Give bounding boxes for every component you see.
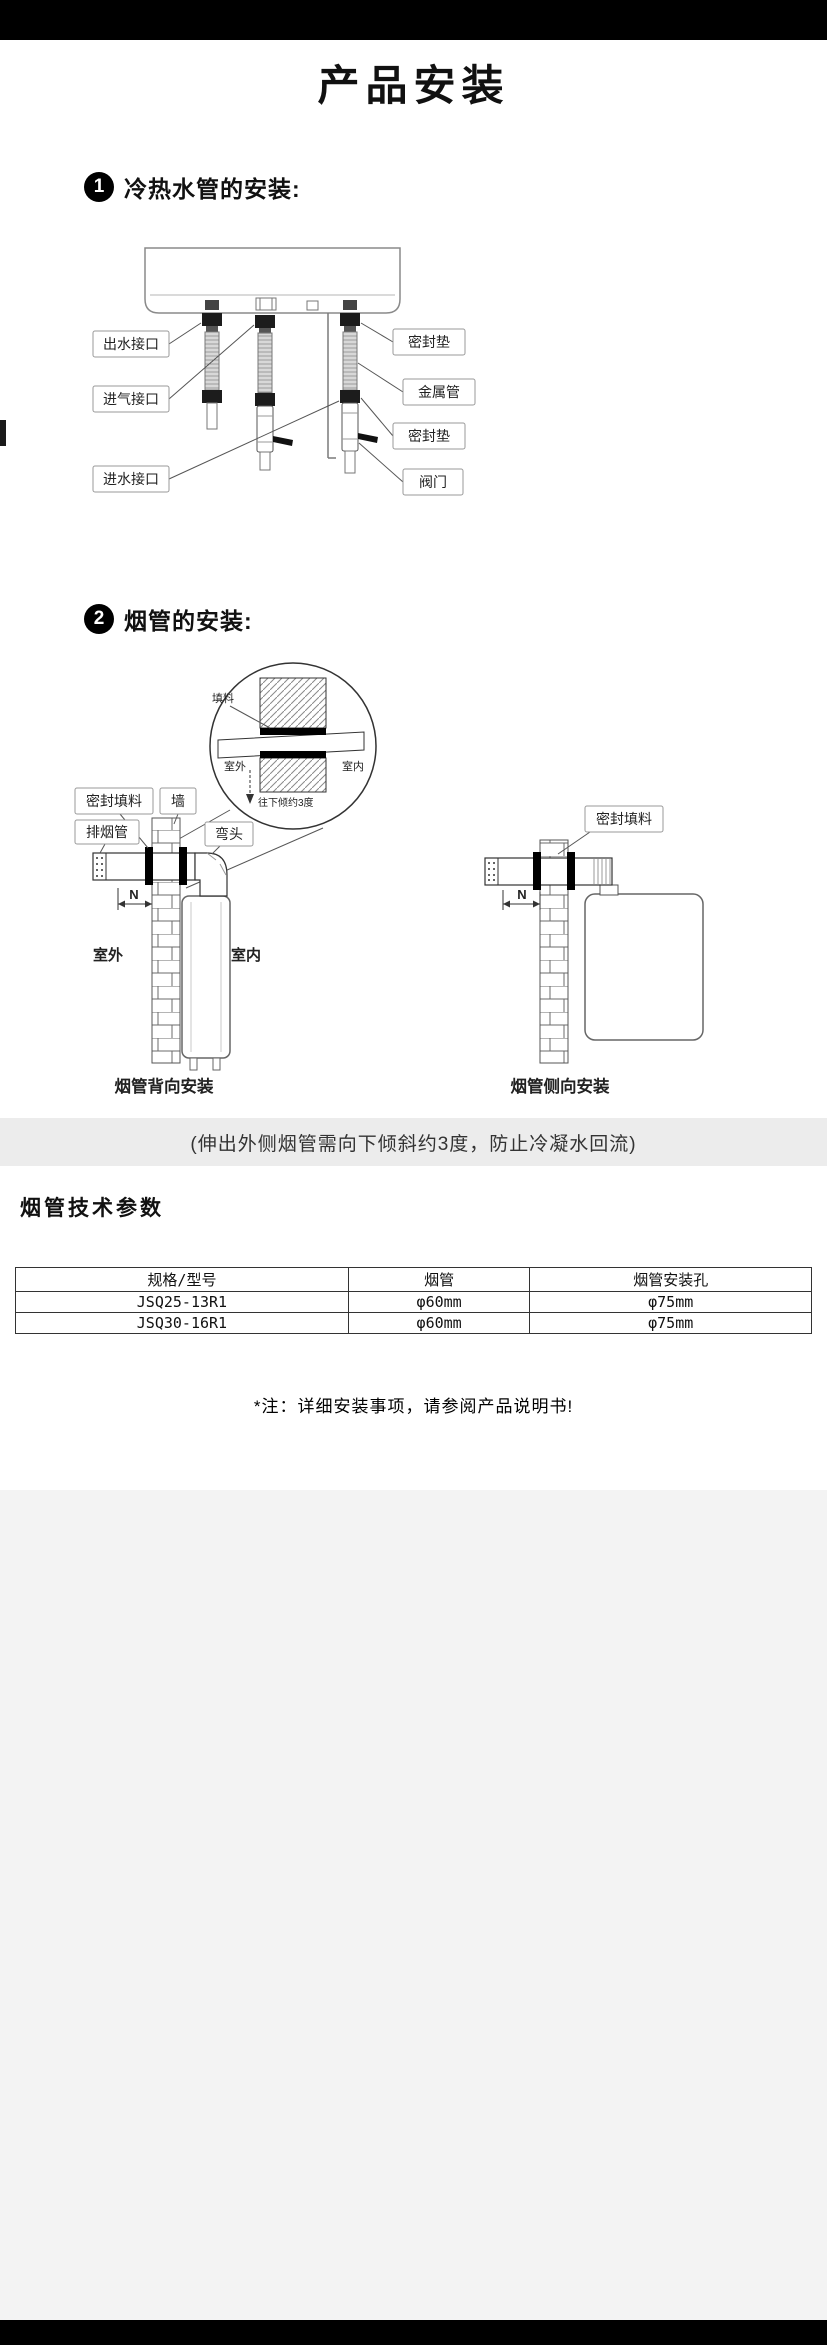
col-header-model: 规格/型号	[15, 1267, 349, 1292]
left-pipe-assembly	[202, 313, 222, 430]
cell-hole-1: φ75mm	[529, 1291, 812, 1313]
bottom-black-bar	[0, 2320, 827, 2345]
elbow-label: 弯头	[215, 826, 243, 842]
water-inlet-label: 进水接口	[103, 471, 159, 487]
side-install-diagram: N 密封填料 烟管侧向安装	[484, 805, 704, 1096]
cell-model-1: JSQ25-13R1	[15, 1291, 349, 1313]
metal-pipe-label-box	[402, 378, 476, 406]
back-install-diagram: N 密封填料 墙 排烟管 弯头 室外 室内 烟管背向安装	[74, 787, 261, 1096]
metal-pipe-label: 金属管	[418, 384, 460, 400]
heater-bottom-stub-2	[212, 1057, 221, 1071]
gas-inlet-label-box	[92, 385, 170, 413]
seal-filler-label-box-left	[74, 787, 154, 815]
flue-diagram: 填料 室外 室内 往下倾约3度	[74, 662, 704, 1096]
flex-corrugation	[593, 859, 611, 884]
seal-outdoor-side	[145, 847, 153, 885]
seal-bottom-label-box	[392, 422, 466, 450]
thin-gas-rod	[327, 313, 336, 459]
elbow-label-box	[204, 821, 254, 847]
wall-label: 墙	[171, 793, 185, 809]
dim-label-right: N	[517, 887, 526, 902]
flue-end-perforations-right	[488, 862, 495, 881]
right-valve-lever	[358, 433, 378, 443]
params-title: 烟管技术参数	[20, 1197, 164, 1220]
tilt-note-text: (伸出外侧烟管需向下倾斜约3度，防止冷凝水回流)	[190, 1133, 637, 1155]
page-title: 产品安装	[317, 62, 510, 109]
water-inlet-label-box	[92, 465, 170, 493]
seal-filler-label-box-right	[584, 805, 664, 833]
flue-pipe-left	[92, 852, 196, 881]
table-row: JSQ25-13R1 φ60mm φ75mm	[15, 1291, 812, 1313]
flue-end-perforations	[96, 857, 103, 877]
cell-flue-2: φ60mm	[347, 1312, 531, 1334]
section1-number-badge: 1	[84, 172, 114, 202]
section2-number-badge: 2	[84, 604, 114, 634]
seal-indoor-side-right	[567, 852, 575, 890]
heater-bottom-fittings	[205, 297, 357, 311]
top-black-bar	[0, 0, 827, 40]
wall-section-lower	[259, 757, 327, 793]
side-install-caption: 烟管侧向安装	[511, 1076, 611, 1096]
outlet-label: 出水接口	[103, 336, 159, 352]
col-header-hole: 烟管安装孔	[529, 1267, 812, 1292]
filler-upper	[260, 728, 326, 735]
gas-inlet-label: 进气接口	[103, 391, 159, 407]
flue-label-box	[74, 819, 140, 845]
seal-filler-label-right: 密封填料	[596, 811, 652, 827]
wall-label-box	[159, 787, 197, 815]
seal-top-label: 密封垫	[408, 334, 450, 350]
middle-valve-lever	[273, 436, 293, 446]
section1-title: 冷热水管的安装:	[124, 176, 301, 202]
valve-label-box	[402, 468, 464, 496]
tilt-arrow-head	[246, 794, 254, 804]
magnifier-detail: 填料 室外 室内 往下倾约3度	[209, 662, 377, 830]
table-header-row: 规格/型号 烟管 烟管安装孔	[15, 1267, 812, 1292]
cell-hole-2: φ75mm	[529, 1312, 812, 1334]
filler-lower	[260, 751, 326, 758]
heater-bottom-outline	[144, 247, 401, 314]
magnifier-outdoor-label: 室外	[224, 759, 246, 773]
filler-leader	[229, 705, 271, 729]
tilt-note-bar: (伸出外侧烟管需向下倾斜约3度，防止冷凝水回流)	[0, 1118, 827, 1166]
seal-filler-label-left: 密封填料	[86, 793, 142, 809]
seal-outdoor-side-right	[533, 852, 541, 890]
outlet-label-box	[92, 330, 170, 358]
table-row: JSQ30-16R1 φ60mm φ75mm	[15, 1312, 812, 1334]
tilt-note-label: 往下倾约3度	[258, 796, 314, 809]
left-edge-mark	[0, 420, 6, 446]
seal-indoor-side	[179, 847, 187, 885]
flue-params-table: 规格/型号 烟管 烟管安装孔 JSQ25-13R1 φ60mm φ75mm JS…	[15, 1267, 812, 1334]
seal-top-label-box	[392, 328, 466, 356]
water-pipe-diagram: 出水接口 进气接口 进水接口 密封垫 金属管 密封垫 阀门	[92, 247, 476, 496]
dim-label-left: N	[129, 887, 138, 902]
cell-model-2: JSQ30-16R1	[15, 1312, 349, 1334]
section2-title: 烟管的安装:	[124, 608, 253, 634]
right-pipe-assembly	[340, 313, 378, 474]
bottom-gray-area	[0, 1490, 827, 2320]
back-install-caption: 烟管背向安装	[115, 1076, 215, 1096]
elbow-fitting	[194, 852, 228, 897]
magnifier-indoor-label: 室内	[342, 759, 364, 773]
flue-pipe-right	[484, 857, 613, 886]
seal-bottom-label: 密封垫	[408, 428, 450, 444]
indoor-label: 室内	[231, 946, 261, 964]
cell-flue-1: φ60mm	[347, 1291, 531, 1313]
heater-top-connector	[599, 884, 619, 896]
heater-back-view	[181, 895, 231, 1059]
heater-bottom-stub-1	[189, 1057, 198, 1071]
heater-side-view	[584, 893, 704, 1041]
filler-label: 填料	[212, 691, 234, 705]
wall-section-upper	[259, 677, 327, 729]
section2-header: 2 烟管的安装:	[84, 602, 253, 636]
valve-label: 阀门	[419, 474, 447, 490]
section1-header: 1 冷热水管的安装:	[84, 170, 301, 204]
col-header-flue: 烟管	[347, 1267, 531, 1292]
footnote: *注：详细安装事项，请参阅产品说明书!	[253, 1397, 574, 1416]
outdoor-label: 室外	[93, 946, 123, 964]
flue-label: 排烟管	[86, 824, 128, 840]
middle-pipe-assembly	[255, 315, 293, 471]
leader-lines	[168, 322, 404, 483]
